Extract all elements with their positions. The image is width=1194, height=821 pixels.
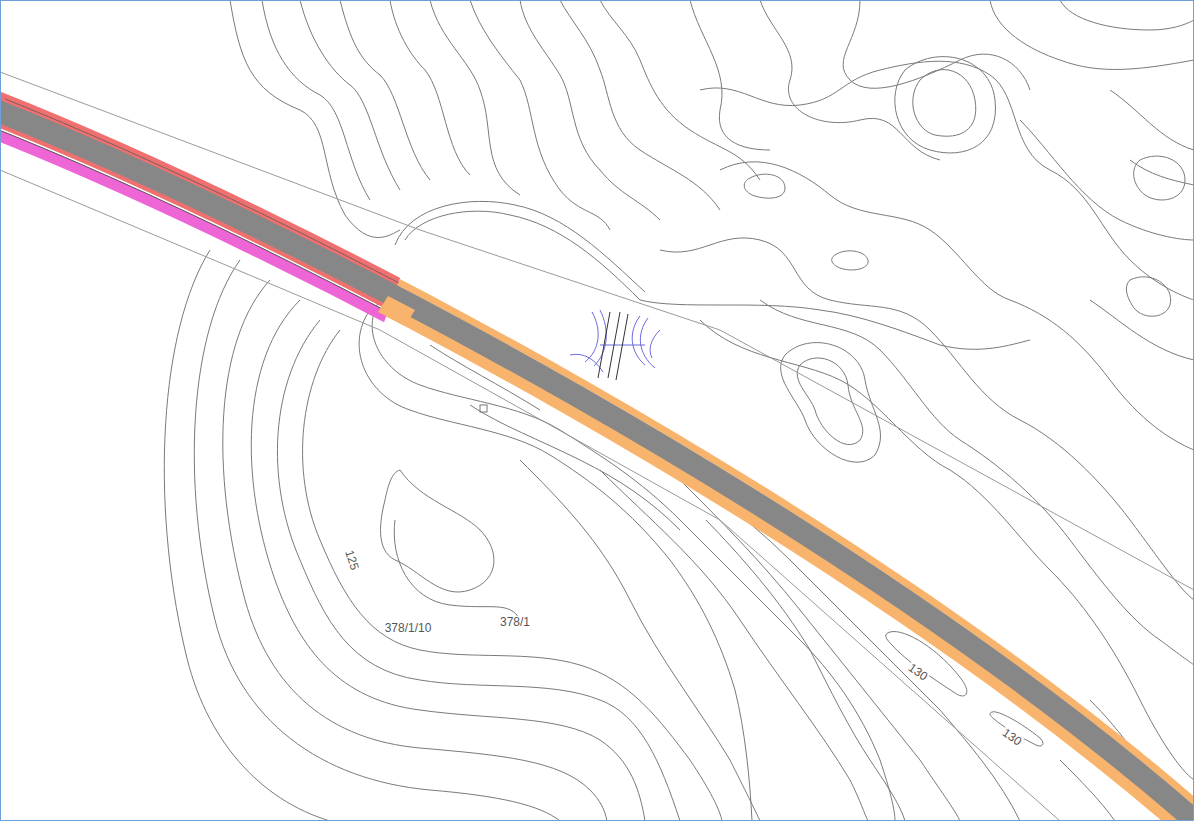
contour-label: 130	[1000, 726, 1025, 748]
contour-label: 125	[343, 548, 361, 573]
road-corridor	[0, 95, 1194, 821]
culvert-pipe	[598, 312, 628, 380]
parcel-label: 378/1/10	[384, 622, 433, 634]
parcel-label: 378/1	[499, 616, 531, 628]
survey-marker	[480, 405, 487, 412]
